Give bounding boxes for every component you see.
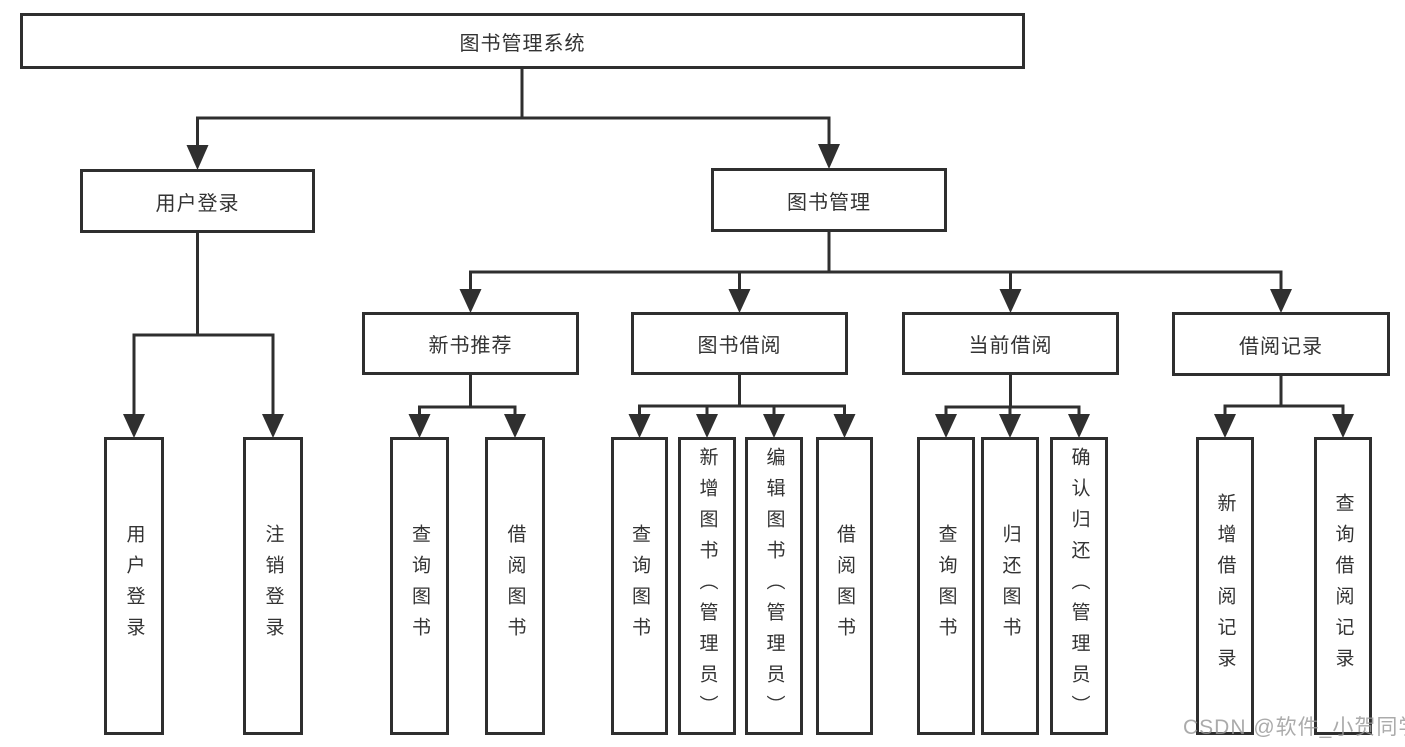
node-root-label: 图书管理系统 [459, 32, 586, 55]
node-book-borrow-label: 图书借阅 [697, 335, 782, 357]
leaf-records-add-record-label: 新增借阅记录 [1214, 493, 1236, 679]
leaf-recommend-query-books-label: 查询图书 [409, 524, 430, 648]
node-book-mgmt-label: 图书管理 [787, 191, 871, 214]
leaf-records-query-record-label: 查询借阅记录 [1332, 493, 1354, 679]
node-new-book-recommend: 新书推荐 [362, 312, 579, 375]
node-borrow-records: 借阅记录 [1172, 312, 1390, 376]
node-new-book-recommend-label: 新书推荐 [428, 335, 513, 357]
leaf-current-return-books-label: 归还图书 [999, 524, 1021, 648]
leaf-logout-label: 注销登录 [262, 524, 284, 648]
leaf-current-query-books: 查询图书 [917, 437, 975, 735]
leaf-records-add-record: 新增借阅记录 [1196, 437, 1254, 735]
node-current-borrow: 当前借阅 [902, 312, 1119, 375]
leaf-borrow-add-books-admin-label: 新增图书（管理员） [696, 446, 718, 726]
watermark-text: CSDN @软件_小贺同学 [1183, 716, 1405, 739]
node-root: 图书管理系统 [20, 13, 1025, 69]
arrowheads [123, 144, 1354, 438]
node-current-borrow-label: 当前借阅 [968, 335, 1053, 357]
node-book-borrow: 图书借阅 [631, 312, 848, 375]
leaf-logout: 注销登录 [243, 437, 303, 735]
leaf-recommend-borrow-books: 借阅图书 [485, 437, 545, 735]
node-user-login: 用户登录 [80, 169, 315, 233]
leaf-recommend-borrow-books-label: 借阅图书 [504, 524, 526, 648]
leaf-current-return-books: 归还图书 [981, 437, 1039, 735]
node-borrow-records-label: 借阅记录 [1239, 335, 1323, 358]
leaf-login: 用户登录 [104, 437, 164, 735]
leaf-borrow-edit-books-admin: 编辑图书（管理员） [745, 437, 803, 735]
leaf-borrow-query-books-label: 查询图书 [629, 524, 650, 648]
leaf-login-label: 用户登录 [123, 524, 145, 648]
leaf-current-query-books-label: 查询图书 [935, 524, 957, 648]
leaf-borrow-query-books: 查询图书 [611, 437, 668, 735]
node-book-mgmt: 图书管理 [711, 168, 947, 232]
leaf-borrow-borrow-books: 借阅图书 [816, 437, 873, 735]
leaf-borrow-edit-books-admin-label: 编辑图书（管理员） [763, 446, 785, 726]
leaf-borrow-add-books-admin: 新增图书（管理员） [678, 437, 736, 735]
leaf-borrow-borrow-books-label: 借阅图书 [834, 524, 855, 648]
leaf-current-confirm-return-admin: 确认归还（管理员） [1050, 437, 1108, 735]
node-user-login-label: 用户登录 [155, 192, 240, 215]
leaf-current-confirm-return-admin-label: 确认归还（管理员） [1068, 446, 1090, 726]
leaf-records-query-record: 查询借阅记录 [1314, 437, 1372, 735]
leaf-recommend-query-books: 查询图书 [390, 437, 449, 735]
